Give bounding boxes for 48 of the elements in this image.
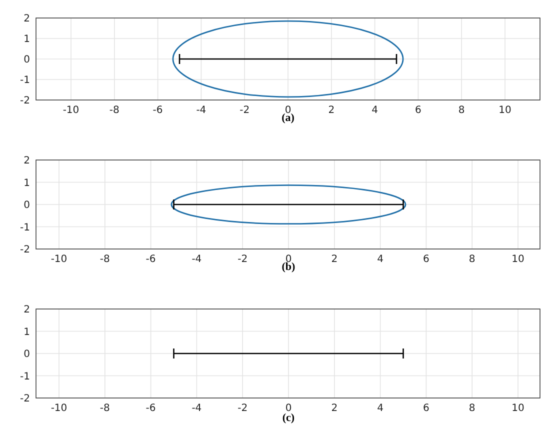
tick-label: -10 xyxy=(62,105,80,116)
tick-label: 1 xyxy=(24,326,30,338)
tick-label: 2 xyxy=(331,254,338,265)
tick-label: -6 xyxy=(146,254,156,265)
tick-label: 6 xyxy=(423,254,430,265)
tick-label: -1 xyxy=(20,75,30,86)
figure-caption: (c) xyxy=(282,412,295,424)
tick-label: 0 xyxy=(24,200,30,211)
tick-label: 2 xyxy=(328,105,335,116)
tick-label: 4 xyxy=(372,105,378,116)
tick-label: -4 xyxy=(192,403,202,414)
tick-label: -6 xyxy=(152,105,163,116)
tick-label: -2 xyxy=(238,254,248,265)
tick-label: 0 xyxy=(285,403,292,414)
tick-label: 8 xyxy=(468,254,476,265)
tick-label: 2 xyxy=(24,304,30,316)
figure-caption: (b) xyxy=(282,261,296,273)
tick-label: 2 xyxy=(24,14,30,24)
tick-label: 6 xyxy=(415,105,422,116)
tick-label: 1 xyxy=(24,34,30,45)
tick-label: -8 xyxy=(100,254,110,265)
tick-label: -2 xyxy=(20,244,30,256)
tick-label: 4 xyxy=(377,403,384,414)
tick-label: -1 xyxy=(20,371,30,382)
tick-label: -10 xyxy=(50,403,68,414)
tick-label: 10 xyxy=(512,403,524,414)
tick-label: -2 xyxy=(238,403,248,414)
tick-label: 6 xyxy=(423,403,430,414)
tick-label: 10 xyxy=(498,105,512,116)
tick-label: -4 xyxy=(196,105,206,116)
tick-label: -1 xyxy=(20,222,30,234)
tick-label: -8 xyxy=(100,403,110,414)
tick-label: 8 xyxy=(468,403,476,414)
tick-label: 2 xyxy=(331,403,338,414)
tick-label: 4 xyxy=(377,254,384,265)
tick-label: -8 xyxy=(109,105,120,116)
tick-label: 1 xyxy=(24,178,30,189)
tick-label: 8 xyxy=(458,105,465,116)
tick-label: -2 xyxy=(20,394,30,404)
tick-label: 2 xyxy=(24,156,30,166)
tick-label: 10 xyxy=(512,254,524,265)
tick-label: 0 xyxy=(24,54,30,66)
tick-label: -4 xyxy=(192,254,202,265)
tick-label: 0 xyxy=(24,349,30,360)
tick-label: -10 xyxy=(50,254,68,265)
tick-label: -2 xyxy=(240,105,250,116)
tick-label: -2 xyxy=(20,96,30,106)
tick-label: -6 xyxy=(146,403,156,414)
